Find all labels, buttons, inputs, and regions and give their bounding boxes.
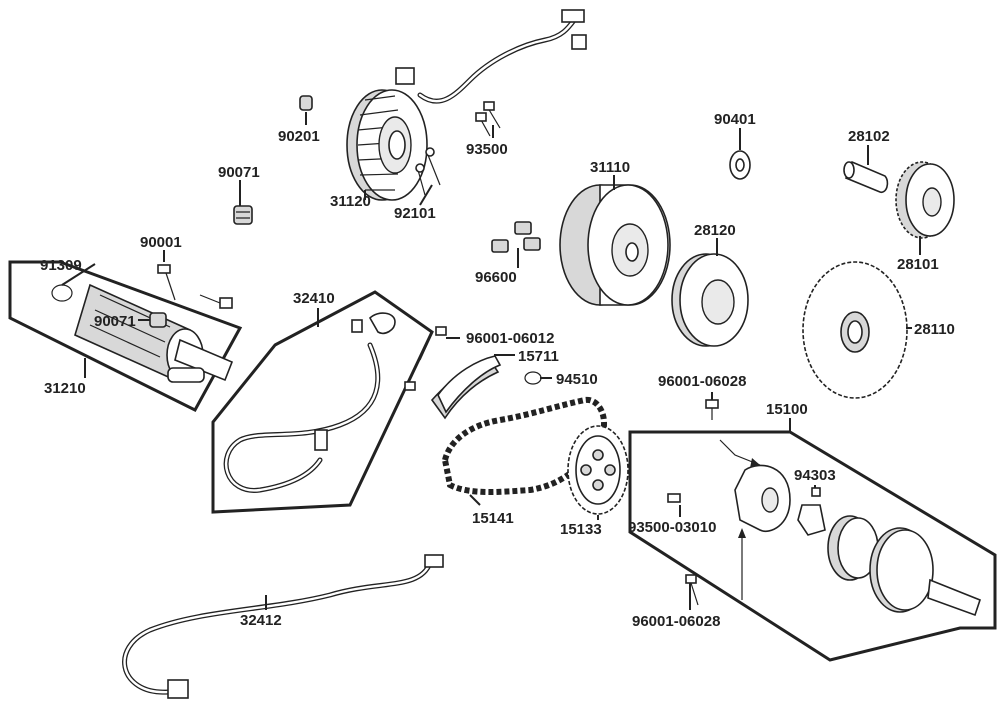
label-96001-06028-top: 96001-06028 bbox=[658, 373, 746, 390]
label-31110: 31110 bbox=[590, 159, 630, 176]
label-96001-06028-bottom: 96001-06028 bbox=[632, 613, 720, 630]
shaft-28102 bbox=[843, 160, 889, 194]
part-labels: 90201 31120 93500 92101 90071 90401 2810… bbox=[40, 111, 955, 630]
label-96001-06012: 96001-06012 bbox=[466, 330, 554, 347]
cable-32412 bbox=[122, 554, 444, 699]
screw-96001-06028-bottom bbox=[685, 574, 699, 606]
screw-93500 bbox=[475, 101, 501, 137]
starter-cable-32410 bbox=[223, 312, 396, 493]
oring-91309 bbox=[51, 284, 73, 302]
label-90401: 90401 bbox=[714, 111, 756, 128]
sprocket-15133 bbox=[567, 425, 629, 515]
label-91309: 91309 bbox=[40, 257, 82, 274]
bolt-90071-top bbox=[233, 205, 253, 225]
label-28110: 28110 bbox=[914, 321, 955, 338]
label-15133: 15133 bbox=[560, 521, 602, 538]
oil-pump-box bbox=[628, 430, 997, 662]
label-31210: 31210 bbox=[44, 380, 86, 397]
label-90201: 90201 bbox=[278, 128, 320, 145]
label-28102: 28102 bbox=[848, 128, 890, 145]
bolt-90071-starter bbox=[149, 312, 167, 328]
screw-96001-06028-top bbox=[705, 399, 719, 420]
label-94303: 94303 bbox=[794, 467, 836, 484]
screw-96001-06012 bbox=[419, 326, 447, 361]
washer-90401 bbox=[729, 150, 751, 180]
leader-lines bbox=[61, 112, 921, 610]
label-32410: 32410 bbox=[293, 290, 335, 307]
chain-cover-15711 bbox=[404, 355, 502, 420]
label-28101: 28101 bbox=[897, 256, 939, 273]
bolts-96600 bbox=[491, 221, 541, 253]
bolts-90001 bbox=[157, 264, 233, 309]
label-90071-top: 90071 bbox=[218, 164, 260, 181]
label-94510: 94510 bbox=[556, 371, 598, 388]
label-96600: 96600 bbox=[475, 269, 517, 286]
label-93500-03010: 93500-03010 bbox=[628, 519, 716, 536]
label-32412: 32412 bbox=[240, 612, 282, 629]
oil-pump-15100 bbox=[667, 464, 981, 617]
label-90001: 90001 bbox=[140, 234, 182, 251]
label-15711: 15711 bbox=[518, 348, 559, 365]
starter-clutch-28120 bbox=[671, 253, 749, 347]
label-92101: 92101 bbox=[394, 205, 436, 222]
bolt-90201 bbox=[299, 95, 313, 111]
sprocket-28110 bbox=[802, 261, 908, 399]
label-28120: 28120 bbox=[694, 222, 736, 239]
chain-15141 bbox=[441, 396, 607, 495]
circlip-94510 bbox=[524, 371, 542, 385]
gear-28101 bbox=[895, 161, 955, 239]
label-15141: 15141 bbox=[472, 510, 514, 527]
starter-motor-31210 bbox=[74, 283, 234, 383]
label-90071-starter: 90071 bbox=[94, 313, 136, 330]
starter-cable-box bbox=[211, 290, 434, 514]
flywheel-31110 bbox=[559, 184, 671, 306]
label-93500: 93500 bbox=[466, 141, 508, 158]
stator-assembly bbox=[346, 9, 587, 201]
label-15100: 15100 bbox=[766, 401, 808, 418]
label-31120: 31120 bbox=[330, 193, 371, 210]
screw-92101 bbox=[415, 147, 441, 196]
